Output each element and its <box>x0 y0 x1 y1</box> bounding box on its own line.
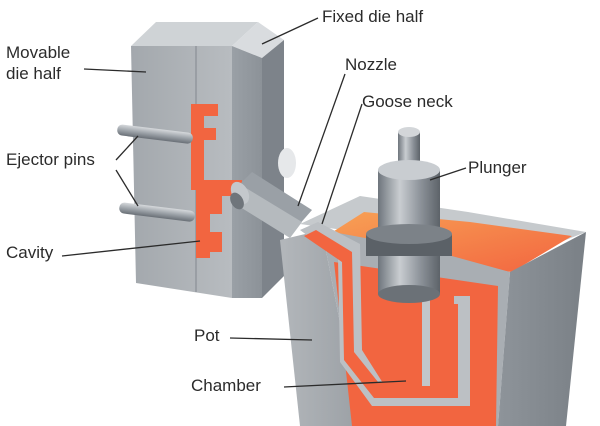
label-cavity: Cavity <box>6 243 54 262</box>
ejector-pin-lower <box>119 202 195 222</box>
leader-lines <box>61 17 467 388</box>
label-fixed-die-half: Fixed die half <box>322 7 424 26</box>
fixed-die-half <box>232 22 296 298</box>
leader-line-movable <box>83 68 147 73</box>
leader-line-ejector-upper <box>115 135 139 161</box>
label-nozzle: Nozzle <box>345 55 397 74</box>
ejector-pins <box>117 124 195 222</box>
nozzle <box>230 172 312 238</box>
label-plunger: Plunger <box>468 158 527 177</box>
leader-line-chamber <box>283 380 407 388</box>
leader-line-goose-neck <box>321 103 363 225</box>
label-goose-neck: Goose neck <box>362 92 453 111</box>
plunger <box>366 127 452 303</box>
leader-line-fixed <box>261 17 319 45</box>
ejector-pin-upper <box>117 124 193 144</box>
leader-line-cavity <box>61 240 201 257</box>
label-movable-die-half: Movable die half <box>6 42 70 84</box>
leader-line-ejector-lower <box>115 169 139 207</box>
cavity <box>191 104 242 258</box>
label-movable-line2: die half <box>6 64 61 83</box>
leader-line-pot <box>229 337 313 341</box>
goose-neck <box>300 222 470 406</box>
label-pot: Pot <box>194 326 220 345</box>
label-chamber: Chamber <box>191 376 261 395</box>
label-ejector-pins: Ejector pins <box>6 150 95 169</box>
label-movable-line1: Movable <box>6 43 71 62</box>
chamber <box>422 296 454 386</box>
leader-line-plunger <box>429 167 467 181</box>
leader-line-nozzle <box>297 73 346 207</box>
